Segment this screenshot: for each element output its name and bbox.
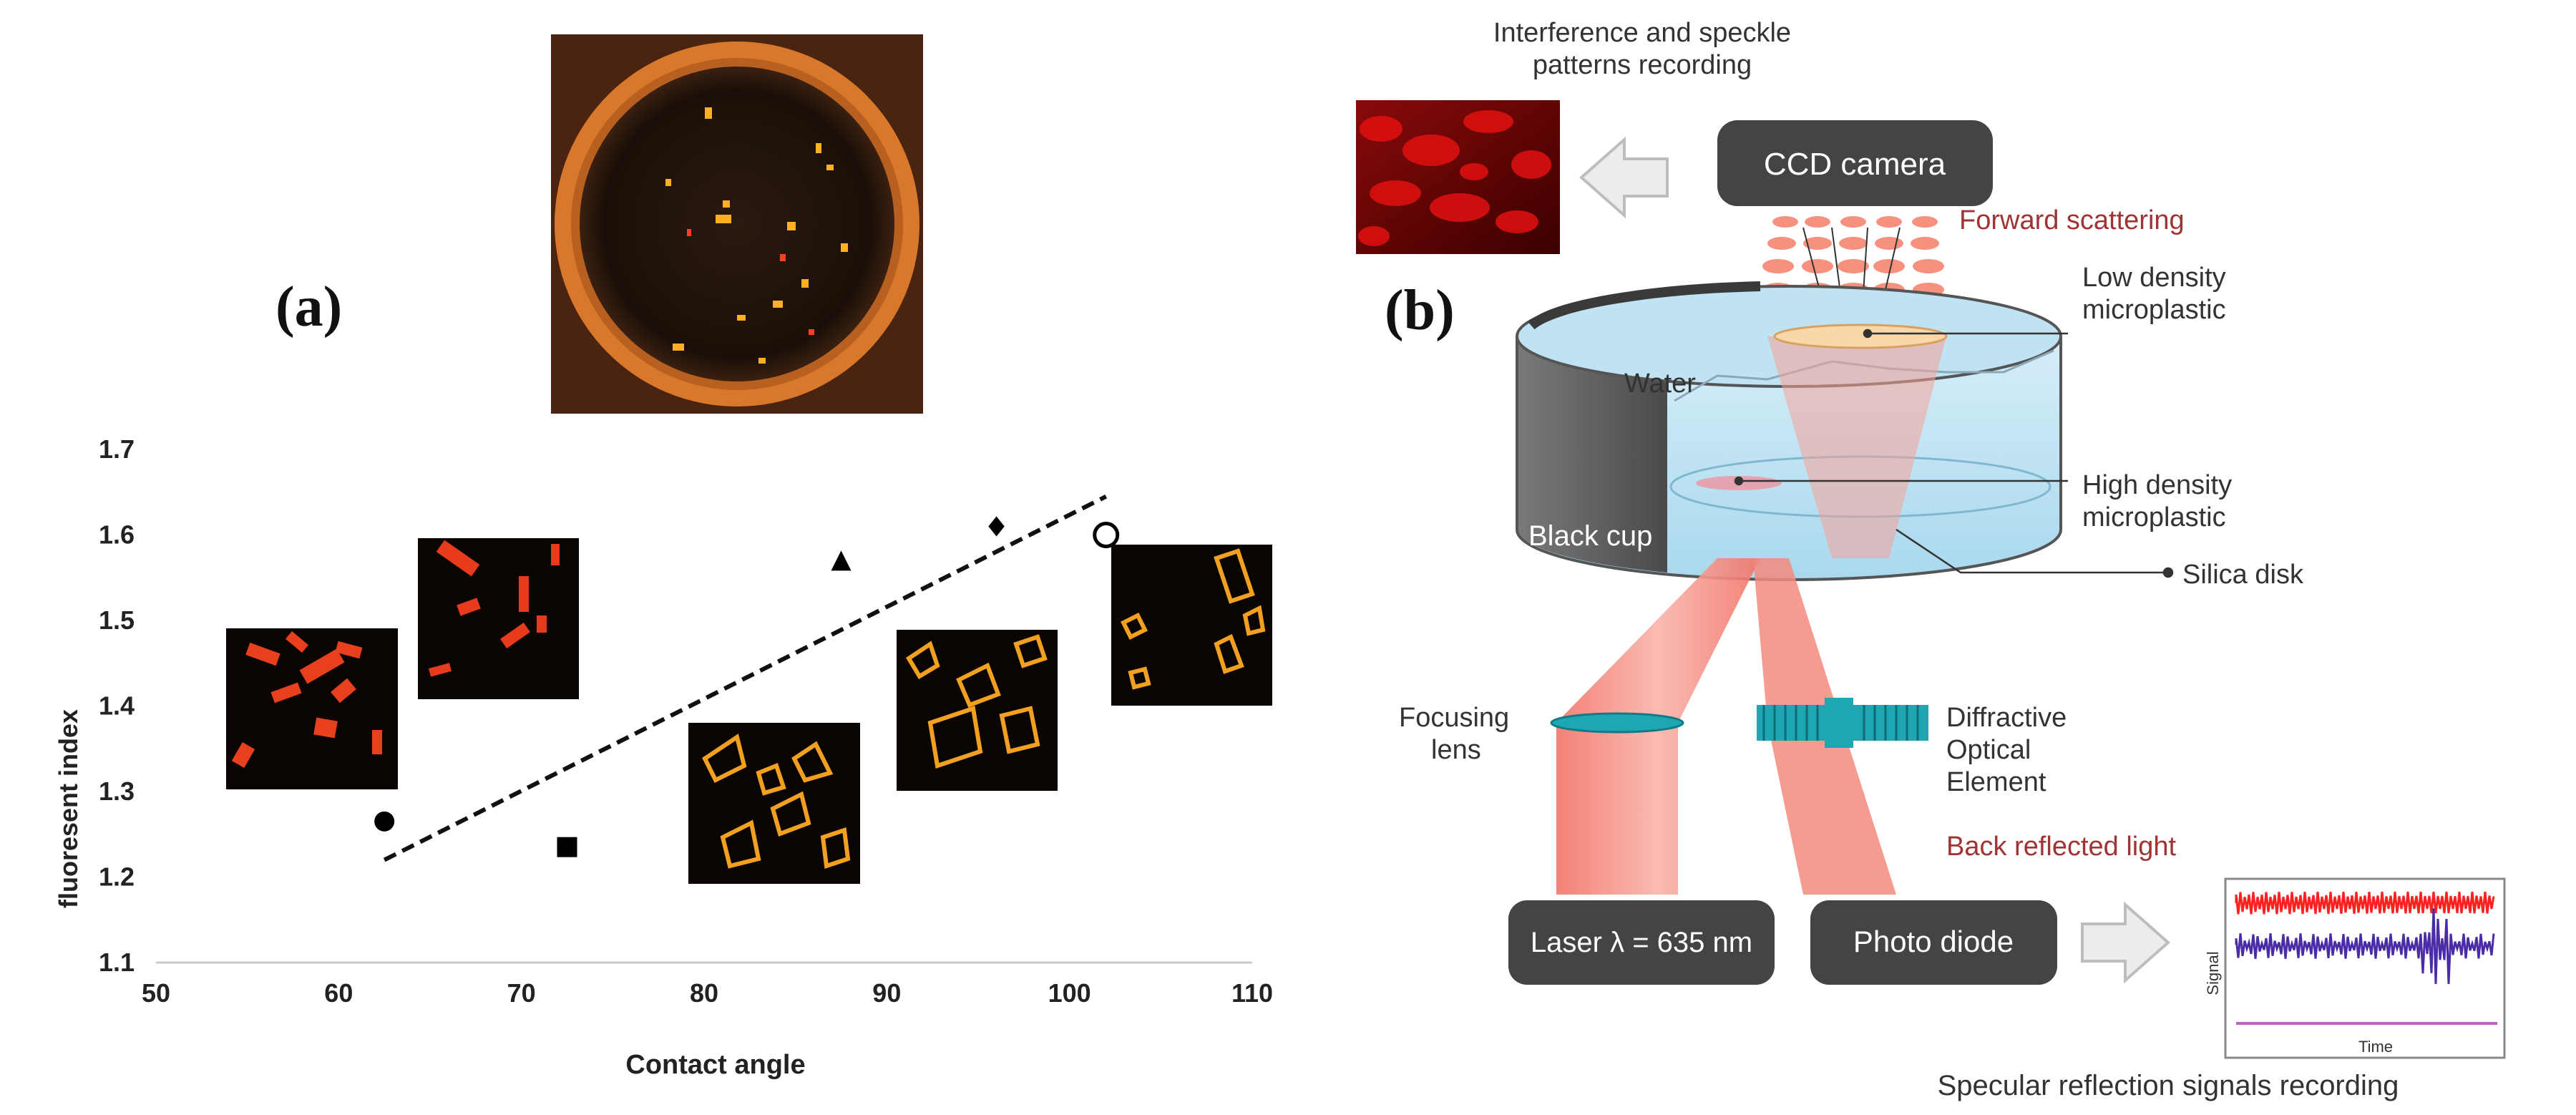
y-tick-label: 1.7 — [99, 434, 135, 464]
x-tick-label: 80 — [690, 978, 718, 1008]
water-label: Water — [1624, 369, 1696, 399]
point-circle — [374, 811, 395, 832]
ccd-camera-label: CCD camera — [1764, 147, 1946, 182]
laser-box: Laser λ = 635 nm — [1508, 900, 1775, 985]
x-tick-label: 70 — [507, 978, 536, 1008]
panel-b-label: (b) — [1385, 279, 1455, 342]
micrograph-inset-1 — [226, 628, 398, 789]
petri-dish-photo — [551, 34, 923, 414]
signal-recording-plot: Signal Time — [2204, 877, 2506, 1059]
micrograph-inset-3 — [688, 723, 860, 884]
leader-lines — [1734, 328, 2174, 578]
panel-b: (b) Interference and speckle patterns re… — [1356, 18, 2506, 1101]
x-tick-label: 110 — [1231, 978, 1273, 1008]
chart-ylabel: fluoresent index — [54, 709, 83, 908]
forward-scattering-label: Forward scattering — [1959, 205, 2185, 235]
focusing-lens-label-line1: Focusing — [1399, 703, 1509, 733]
chart-axes: 50 60 70 80 90 100 110 1.1 1.2 1.3 1.4 1.5 1.6 1.7 — [99, 434, 1273, 1008]
silica-disk-label: Silica disk — [2182, 560, 2304, 590]
specular-caption: Specular reflection signals recording — [1938, 1070, 2399, 1101]
diffractive-element-icon — [1757, 698, 1928, 748]
y-tick-label: 1.6 — [99, 520, 135, 550]
back-reflected-label: Back reflected light — [1946, 832, 2176, 862]
chart-points — [374, 516, 1120, 857]
y-tick-label: 1.3 — [99, 776, 135, 806]
point-open-circle — [1093, 522, 1120, 548]
x-tick-label: 60 — [324, 978, 353, 1008]
doe-label-line1: Diffractive — [1946, 703, 2067, 733]
signal-xlabel: Time — [2358, 1038, 2393, 1056]
doe-label-line3: Element — [1946, 767, 2046, 797]
speckle-title-line2: patterns recording — [1533, 50, 1752, 80]
chart-trendline — [383, 495, 1108, 862]
low-density-particle-icon — [1773, 323, 1948, 349]
arrow-to-speckle-icon — [1579, 136, 1669, 219]
point-diamond — [988, 516, 1005, 537]
laser-label: Laser λ = 635 nm — [1531, 927, 1752, 958]
focusing-lens-icon — [1550, 712, 1684, 734]
speckle-pattern-image — [1356, 100, 1560, 254]
arrow-to-signal-icon — [2081, 901, 2171, 984]
signal-ylabel: Signal — [2204, 951, 2222, 995]
low-density-label-line1: Low density — [2082, 263, 2226, 293]
panel-a: (a) — [54, 34, 1273, 1080]
low-density-label-line2: microplastic — [2082, 295, 2226, 325]
y-tick-label: 1.1 — [99, 948, 135, 977]
point-triangle — [831, 550, 852, 571]
high-density-label-line2: microplastic — [2082, 502, 2226, 532]
beam-in-cup — [1767, 336, 1946, 558]
x-tick-label: 100 — [1048, 978, 1091, 1008]
black-cup-label: Black cup — [1528, 520, 1652, 552]
focusing-lens-label-line2: lens — [1431, 735, 1481, 765]
micrograph-inset-5 — [1111, 545, 1272, 706]
doe-label-line2: Optical — [1946, 735, 2031, 765]
x-tick-label: 90 — [872, 978, 901, 1008]
y-tick-label: 1.2 — [99, 862, 135, 892]
chart-xlabel: Contact angle — [625, 1050, 805, 1080]
photo-diode-label: Photo diode — [1853, 925, 2014, 958]
scatter-chart: 50 60 70 80 90 100 110 1.1 1.2 1.3 1.4 1.5 1.6 1.7 fl… — [54, 434, 1273, 1080]
photo-diode-box: Photo diode — [1810, 900, 2057, 985]
y-tick-label: 1.4 — [99, 691, 135, 721]
ccd-camera-box: CCD camera — [1717, 120, 1993, 206]
speckle-title-line1: Interference and speckle — [1493, 18, 1791, 48]
point-square — [557, 837, 577, 857]
y-tick-label: 1.5 — [99, 605, 135, 635]
trendline — [383, 495, 1108, 862]
micrograph-inset-4 — [897, 630, 1058, 791]
high-density-label-line1: High density — [2082, 470, 2232, 500]
x-tick-label: 50 — [142, 978, 170, 1008]
micrograph-inset-2 — [418, 538, 579, 699]
panel-a-label: (a) — [275, 276, 342, 339]
